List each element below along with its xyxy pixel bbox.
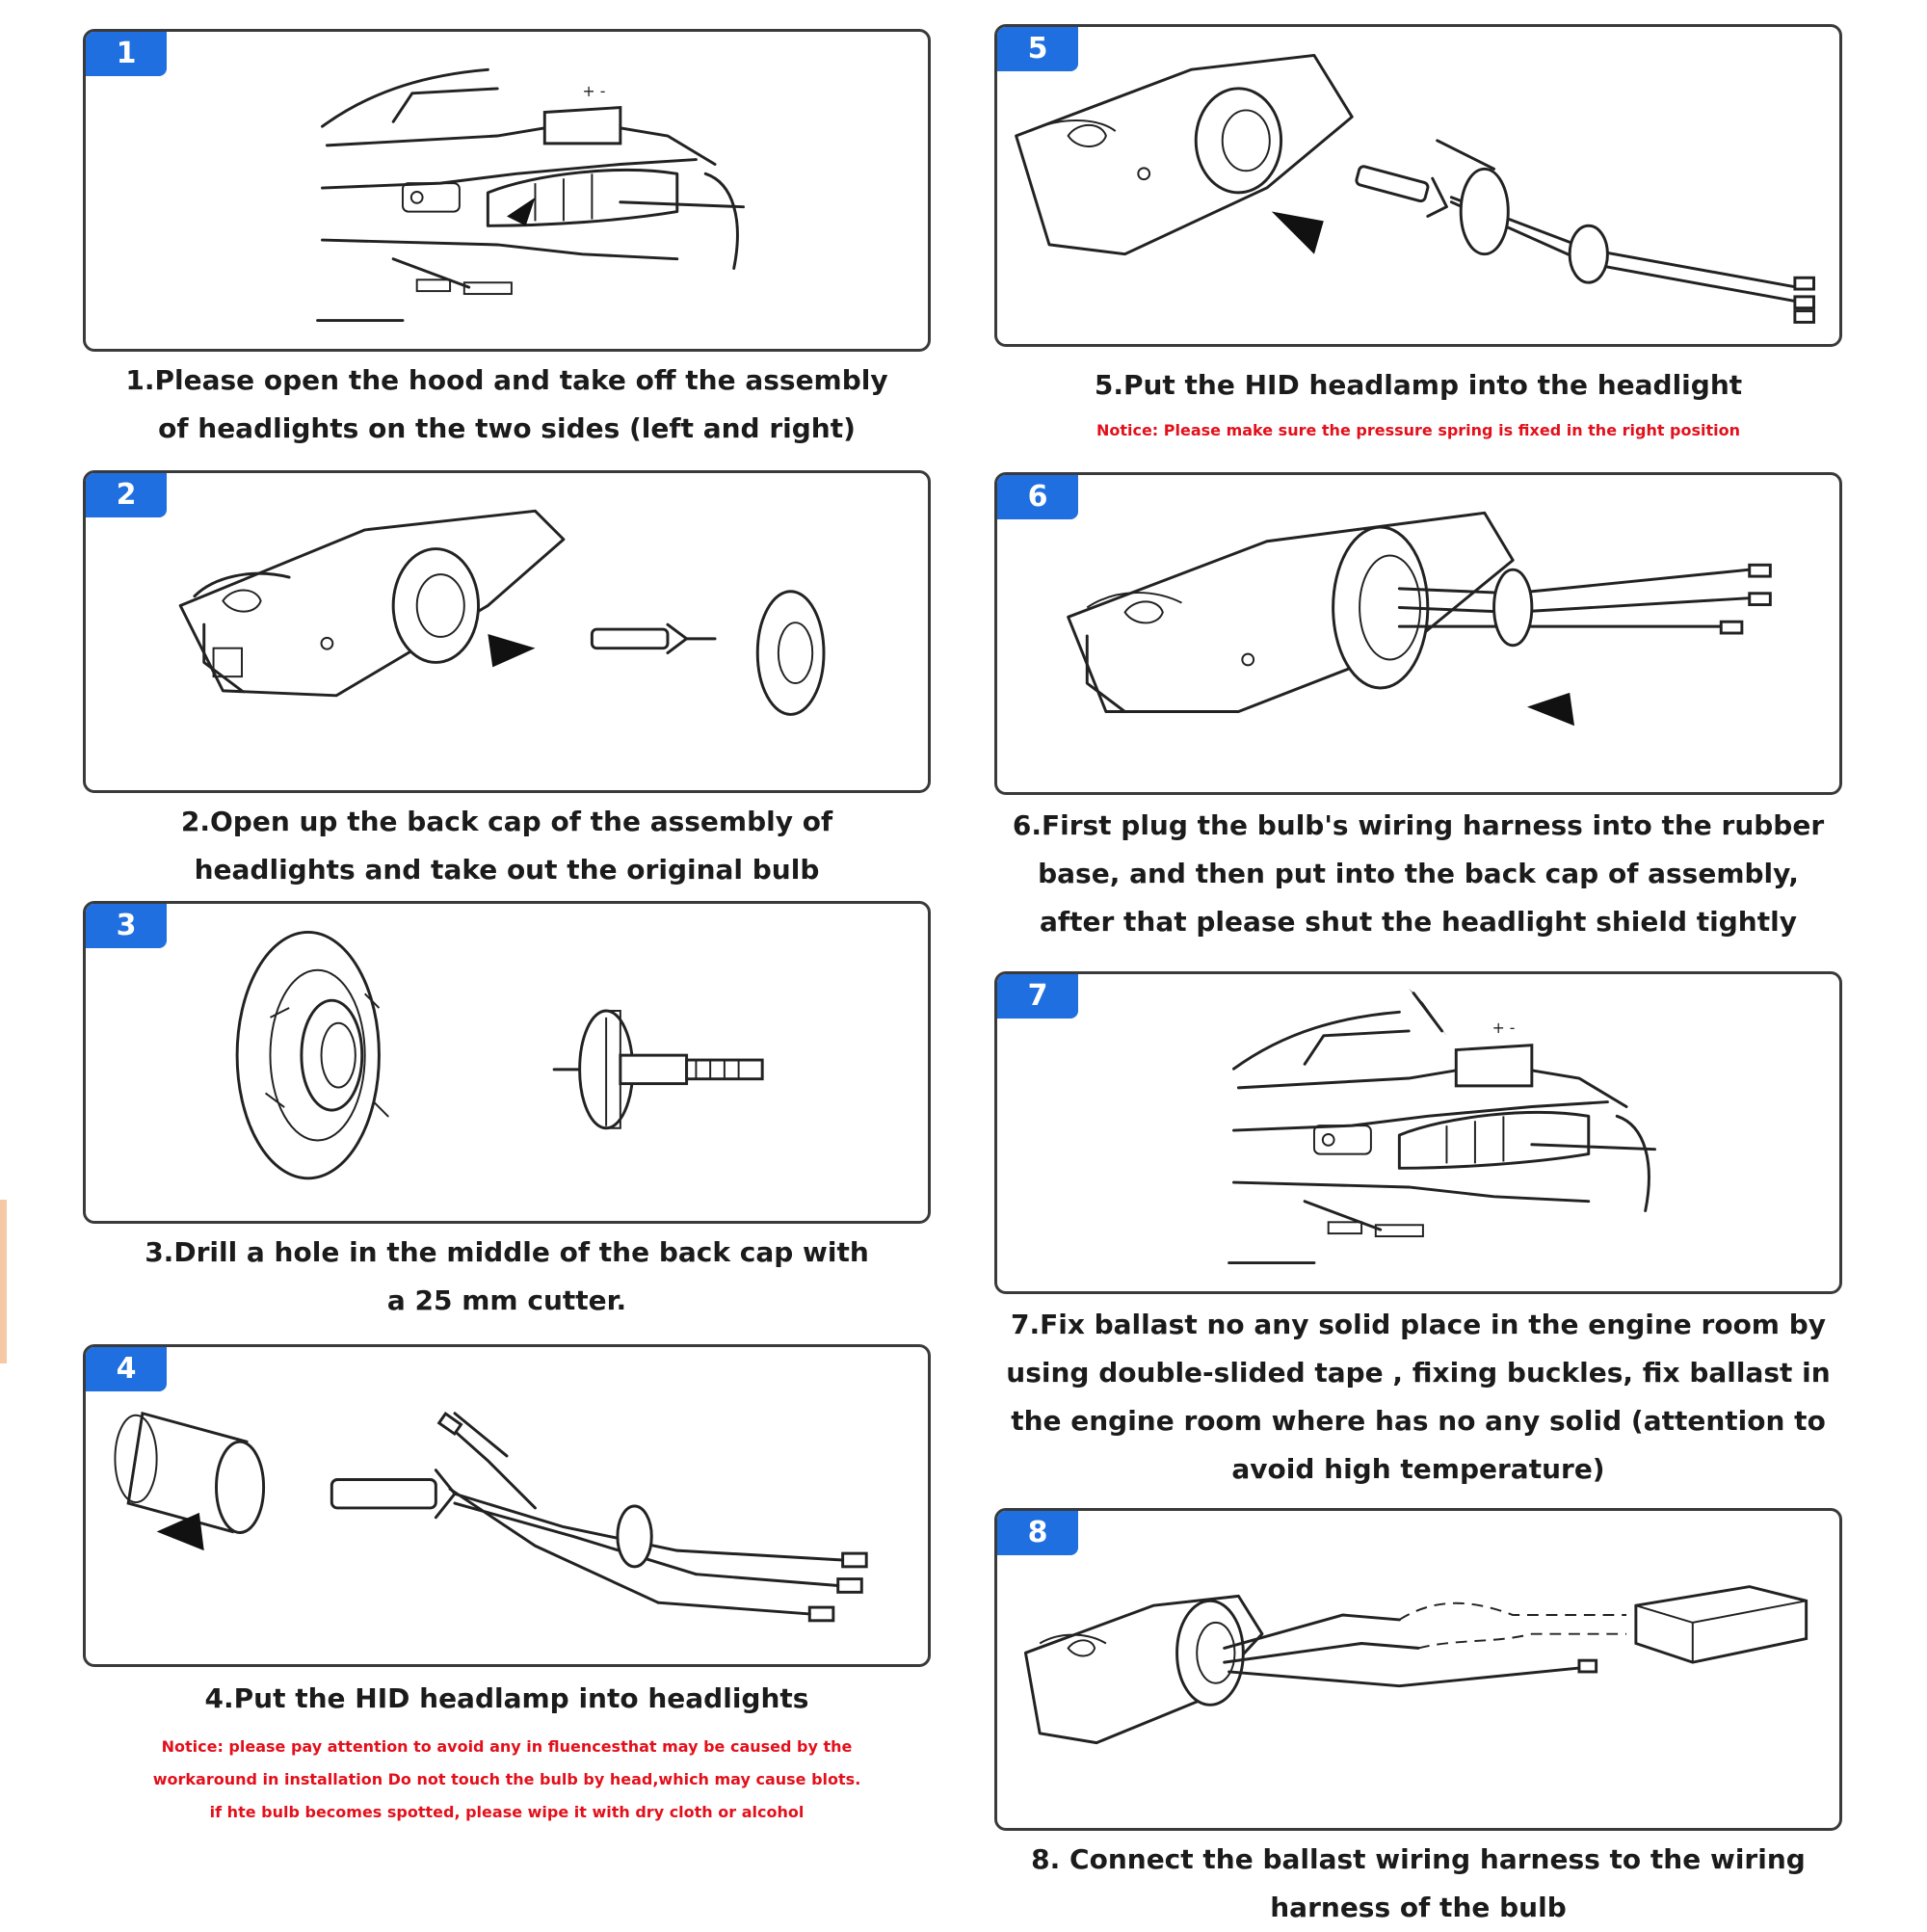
step-2-panel: 2 — [83, 470, 931, 793]
caption-line: using double-slided tape , fixing buckle… — [1006, 1357, 1831, 1389]
caption-line: 2.Open up the back cap of the assembly o… — [180, 806, 833, 837]
step-5-panel: 5 — [994, 24, 1842, 347]
step-5-caption: 5.Put the HID headlamp into the headligh… — [994, 361, 1842, 410]
edge-mark — [0, 1200, 7, 1363]
hid-bulb-sleeve-removal-illustration — [114, 1411, 868, 1623]
step-1-badge: 1 — [86, 32, 167, 76]
caption-line: 1.Please open the hood and take off the … — [125, 364, 888, 396]
caption-line: harness of the bulb — [1270, 1892, 1567, 1923]
caption-line: avoid high temperature) — [1231, 1453, 1605, 1485]
caption-line: 4.Put the HID headlamp into headlights — [204, 1682, 809, 1714]
caption-line: the engine room where has no any solid (… — [1011, 1405, 1826, 1437]
caption-line: 5.Put the HID headlamp into the headligh… — [1094, 369, 1743, 401]
step-6-caption: 6.First plug the bulb's wiring harness i… — [994, 802, 1842, 946]
step-5-badge: 5 — [997, 27, 1078, 71]
caption-line: a 25 mm cutter. — [386, 1284, 627, 1316]
step-3-badge: 3 — [86, 904, 167, 948]
step-2-badge: 2 — [86, 473, 167, 517]
notice-line: if hte bulb becomes spotted, please wipe… — [209, 1803, 805, 1821]
headlight-assembly-bulb-removal-illustration — [178, 509, 826, 716]
caption-line: 8. Connect the ballast wiring harness to… — [1031, 1843, 1806, 1875]
notice-line: Notice: please pay attention to avoid an… — [161, 1737, 853, 1756]
step-7-badge: 7 — [997, 974, 1078, 1019]
step-8-badge: 8 — [997, 1511, 1078, 1555]
step-7-caption: 7.Fix ballast no any solid place in the … — [994, 1301, 1842, 1494]
wiring-harness-rubber-base-illustration — [1067, 511, 1772, 727]
step-2-caption: 2.Open up the back cap of the assembly o… — [83, 798, 931, 894]
caption-line: 6.First plug the bulb's wiring harness i… — [1012, 809, 1825, 841]
step-8-caption: 8. Connect the ballast wiring harness to… — [994, 1836, 1842, 1932]
car-front-hood-open-illustration: + - — [316, 67, 745, 323]
step-5-notice: Notice: Please make sure the pressure sp… — [994, 414, 1842, 447]
step-6-panel: 6 — [994, 472, 1842, 795]
ballast-engine-room-illustration: + - — [1227, 988, 1656, 1265]
step-4-notice: Notice: please pay attention to avoid an… — [83, 1731, 931, 1829]
svg-text:+ -: + - — [1492, 1019, 1516, 1037]
back-cap-hole-cutter-illustration — [235, 930, 764, 1180]
caption-line: 3.Drill a hole in the middle of the back… — [145, 1236, 869, 1268]
caption-line: after that please shut the headlight shi… — [1040, 906, 1797, 938]
caption-line: of headlights on the two sides (left and… — [158, 412, 856, 444]
hid-lamp-insert-headlight-illustration — [1015, 53, 1815, 324]
step-6-badge: 6 — [997, 475, 1078, 519]
step-4-caption: 4.Put the HID headlamp into headlights — [83, 1675, 931, 1723]
svg-text:+ -: + - — [583, 82, 606, 100]
caption-line: headlights and take out the original bul… — [194, 854, 820, 886]
step-1-panel: 1 + - — [83, 29, 931, 352]
step-3-panel: 3 — [83, 901, 931, 1224]
step-4-badge: 4 — [86, 1347, 167, 1391]
step-8-panel: 8 — [994, 1508, 1842, 1831]
caption-line: base, and then put into the back cap of … — [1038, 858, 1799, 889]
step-7-panel: 7 + - — [994, 971, 1842, 1294]
caption-line: 7.Fix ballast no any solid place in the … — [1010, 1309, 1827, 1340]
step-1-caption: 1.Please open the hood and take off the … — [83, 357, 931, 453]
notice-line: Notice: Please make sure the pressure sp… — [1095, 421, 1741, 439]
step-3-caption: 3.Drill a hole in the middle of the back… — [83, 1229, 931, 1325]
step-4-panel: 4 — [83, 1344, 931, 1667]
ballast-wiring-connection-illustration — [1023, 1585, 1808, 1745]
notice-line: workaround in installation Do not touch … — [152, 1770, 861, 1788]
